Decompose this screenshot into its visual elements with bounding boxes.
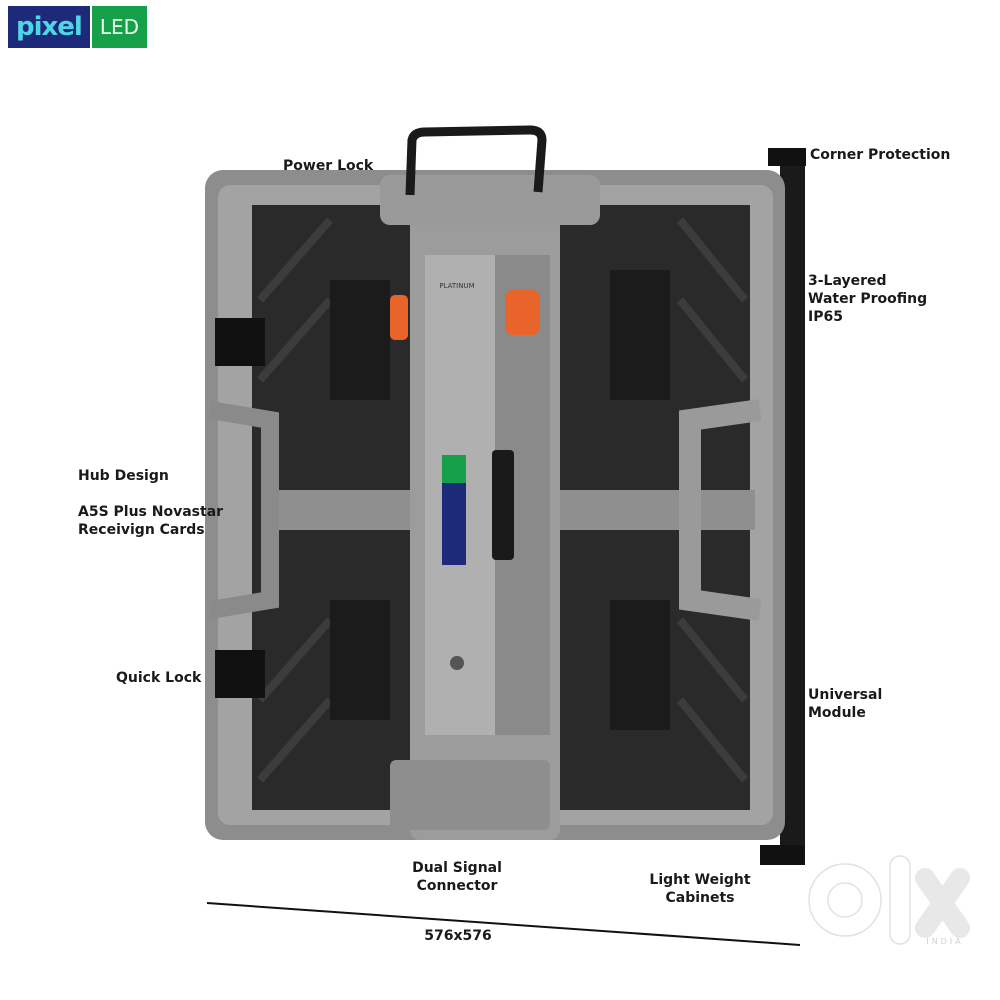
label-line: Module (808, 705, 866, 721)
label-water-proofing: 3-Layered Water Proofing IP65 (808, 272, 927, 326)
label-line: Cabinets (665, 890, 735, 906)
olx-watermark: INDIA (808, 855, 970, 946)
logo-brand: pixel (8, 6, 90, 48)
label-line: A5S Plus Novastar (78, 504, 224, 520)
label-receiving-cards: A5S Plus Novastar Receivign Cards (78, 503, 223, 539)
label-line: Connector (416, 878, 498, 894)
label-line: IP65 (808, 309, 843, 325)
label-dual-signal: Dual Signal Connector (412, 859, 502, 895)
label-line: Water Proofing (808, 291, 928, 307)
label-quick-lock: Quick Lock (116, 670, 202, 686)
dimension-line (206, 902, 801, 946)
carry-handle (405, 125, 547, 196)
label-line: Receivign Cards (78, 522, 205, 538)
corner-protector (768, 148, 806, 166)
pixel-led-logo: pixel LED (8, 6, 148, 48)
label-corner-protection: Corner Protection (810, 147, 951, 163)
label-hub-design: Hub Design (78, 468, 169, 484)
svg-text:PLATINUM: PLATINUM (439, 282, 474, 290)
label-universal-module: Universal Module (808, 686, 882, 722)
logo-suffix: LED (89, 6, 148, 48)
label-dimension: 576x576 (424, 928, 492, 944)
cabinet-side-edge (780, 150, 805, 860)
label-line: Universal (808, 687, 883, 703)
power-connector (505, 290, 540, 335)
label-line: 3-Layered (808, 273, 887, 289)
quick-lock-top (215, 318, 265, 366)
label-line: Dual Signal (412, 860, 502, 876)
svg-text:INDIA: INDIA (926, 937, 963, 946)
label-line: Light Weight (649, 872, 751, 888)
label-power-lock: Power Lock (283, 158, 374, 174)
quick-lock-bottom (215, 650, 265, 698)
label-light-weight: Light Weight Cabinets (649, 871, 750, 907)
